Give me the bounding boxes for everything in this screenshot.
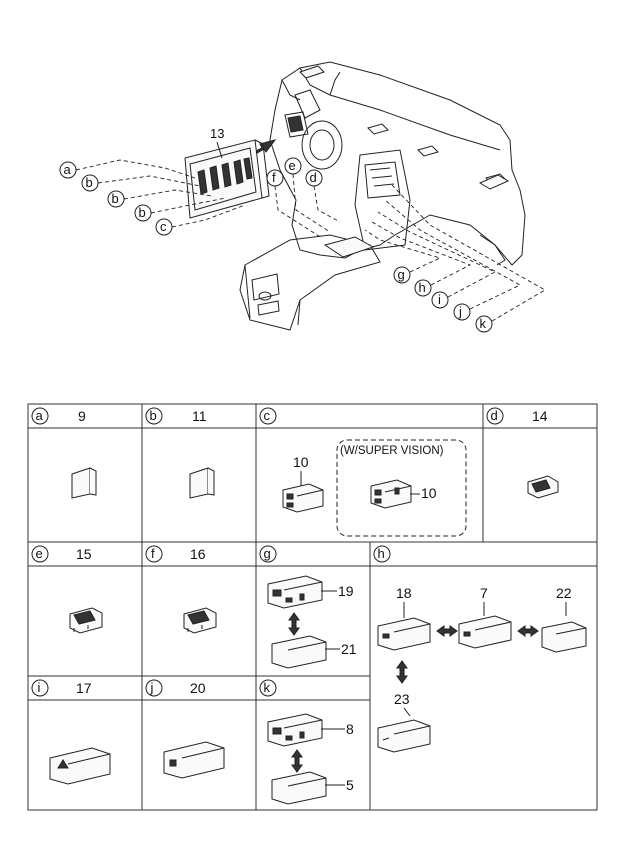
svg-text:g: g	[398, 267, 405, 282]
cell-b: b 11	[145, 407, 215, 499]
callout-f: f	[266, 169, 323, 239]
cell-h: h 18 7 22 23	[373, 545, 587, 753]
svg-text:14: 14	[532, 408, 548, 424]
callout-d: d	[305, 169, 341, 223]
svg-text:22: 22	[556, 585, 572, 601]
dashboard-outline	[269, 61, 526, 266]
svg-text:h: h	[419, 280, 426, 295]
svg-text:10: 10	[293, 454, 309, 470]
cell-a: a 9	[31, 407, 97, 499]
svg-text:j: j	[150, 680, 154, 695]
switch-20	[163, 741, 225, 779]
switch-10-super-vision	[370, 479, 412, 509]
callout-e: e	[284, 157, 331, 233]
svg-text:b: b	[150, 408, 157, 423]
callout-h: h	[371, 221, 472, 297]
switch-19	[267, 575, 323, 609]
svg-text:19: 19	[338, 583, 354, 599]
switch-18	[377, 617, 431, 651]
svg-text:k: k	[480, 316, 487, 331]
svg-text:5: 5	[346, 777, 354, 793]
svg-text:20: 20	[190, 680, 206, 696]
svg-text:e: e	[36, 546, 43, 561]
svg-text:f: f	[151, 546, 155, 561]
callout-j: j	[384, 199, 521, 321]
svg-text:d: d	[491, 408, 498, 423]
cell-i: i 17	[31, 679, 111, 785]
cell-c: c 10 (W/SUPER VISION) 10	[259, 407, 467, 537]
cell-g: g 19 21	[259, 545, 357, 669]
switch-5	[271, 771, 327, 805]
callout-b-3: b	[134, 197, 227, 222]
switch-21	[271, 635, 327, 669]
switch-16	[183, 607, 217, 634]
switch-panel-assembly	[184, 139, 270, 219]
callout-i: i	[377, 211, 497, 309]
svg-text:b: b	[112, 191, 119, 206]
svg-text:a: a	[36, 408, 44, 423]
svg-text:e: e	[289, 158, 296, 173]
svg-text:a: a	[64, 162, 72, 177]
svg-text:c: c	[160, 219, 167, 234]
cell-k: k 8 5	[259, 679, 354, 805]
switch-14	[527, 475, 559, 499]
switch-10	[282, 483, 324, 513]
svg-text:j: j	[458, 304, 462, 319]
svg-text:16: 16	[190, 546, 206, 562]
callout-c: c	[155, 204, 246, 236]
callout-b-2: b	[107, 189, 213, 208]
svg-text:8: 8	[346, 721, 354, 737]
svg-text:d: d	[310, 170, 317, 185]
double-arrow-v-icon	[396, 660, 408, 684]
double-arrow-icon	[288, 612, 300, 636]
switch-7	[458, 615, 512, 649]
svg-text:15: 15	[76, 546, 92, 562]
svg-text:i: i	[38, 680, 41, 695]
switch-blank-11	[189, 467, 215, 499]
svg-text:k: k	[264, 680, 271, 695]
switch-22	[541, 621, 587, 653]
svg-text:h: h	[378, 546, 385, 561]
svg-text:9: 9	[78, 408, 86, 424]
double-arrow-k-icon	[291, 749, 303, 773]
cell-d: d 14	[486, 407, 559, 499]
switch-23	[377, 719, 431, 753]
switch-8	[267, 713, 323, 747]
svg-text:b: b	[139, 205, 146, 220]
option-label: (W/SUPER VISION)	[340, 445, 444, 457]
double-arrow-h-icon-1	[436, 625, 458, 637]
assembly-number: 13	[210, 126, 224, 141]
cell-e: e 15	[31, 545, 103, 634]
svg-text:18: 18	[396, 585, 412, 601]
switch-17	[49, 747, 111, 785]
svg-text:g: g	[264, 546, 271, 561]
switch-15	[69, 607, 103, 634]
dashboard-diagram: 13 a b b b c d	[59, 61, 546, 333]
svg-text:f: f	[272, 170, 276, 185]
svg-text:b: b	[86, 175, 93, 190]
svg-text:c: c	[264, 408, 271, 423]
svg-text:10: 10	[421, 485, 437, 501]
callout-b-1: b	[81, 174, 201, 192]
cell-f: f 16	[145, 545, 217, 634]
svg-text:11: 11	[192, 408, 207, 424]
callout-g: g	[364, 229, 442, 284]
svg-text:7: 7	[480, 585, 488, 601]
svg-text:23: 23	[394, 691, 410, 707]
parts-table	[27, 403, 598, 811]
vent-grille	[287, 115, 304, 133]
cell-j: j 20	[145, 679, 225, 779]
double-arrow-h-icon-2	[517, 625, 539, 637]
svg-text:i: i	[438, 292, 441, 307]
switch-blank-9	[71, 467, 97, 499]
super-vision-option-box	[336, 439, 467, 537]
callout-k: k	[391, 184, 546, 333]
svg-text:21: 21	[341, 641, 357, 657]
svg-text:17: 17	[76, 680, 92, 696]
callout-a: a	[59, 159, 196, 179]
